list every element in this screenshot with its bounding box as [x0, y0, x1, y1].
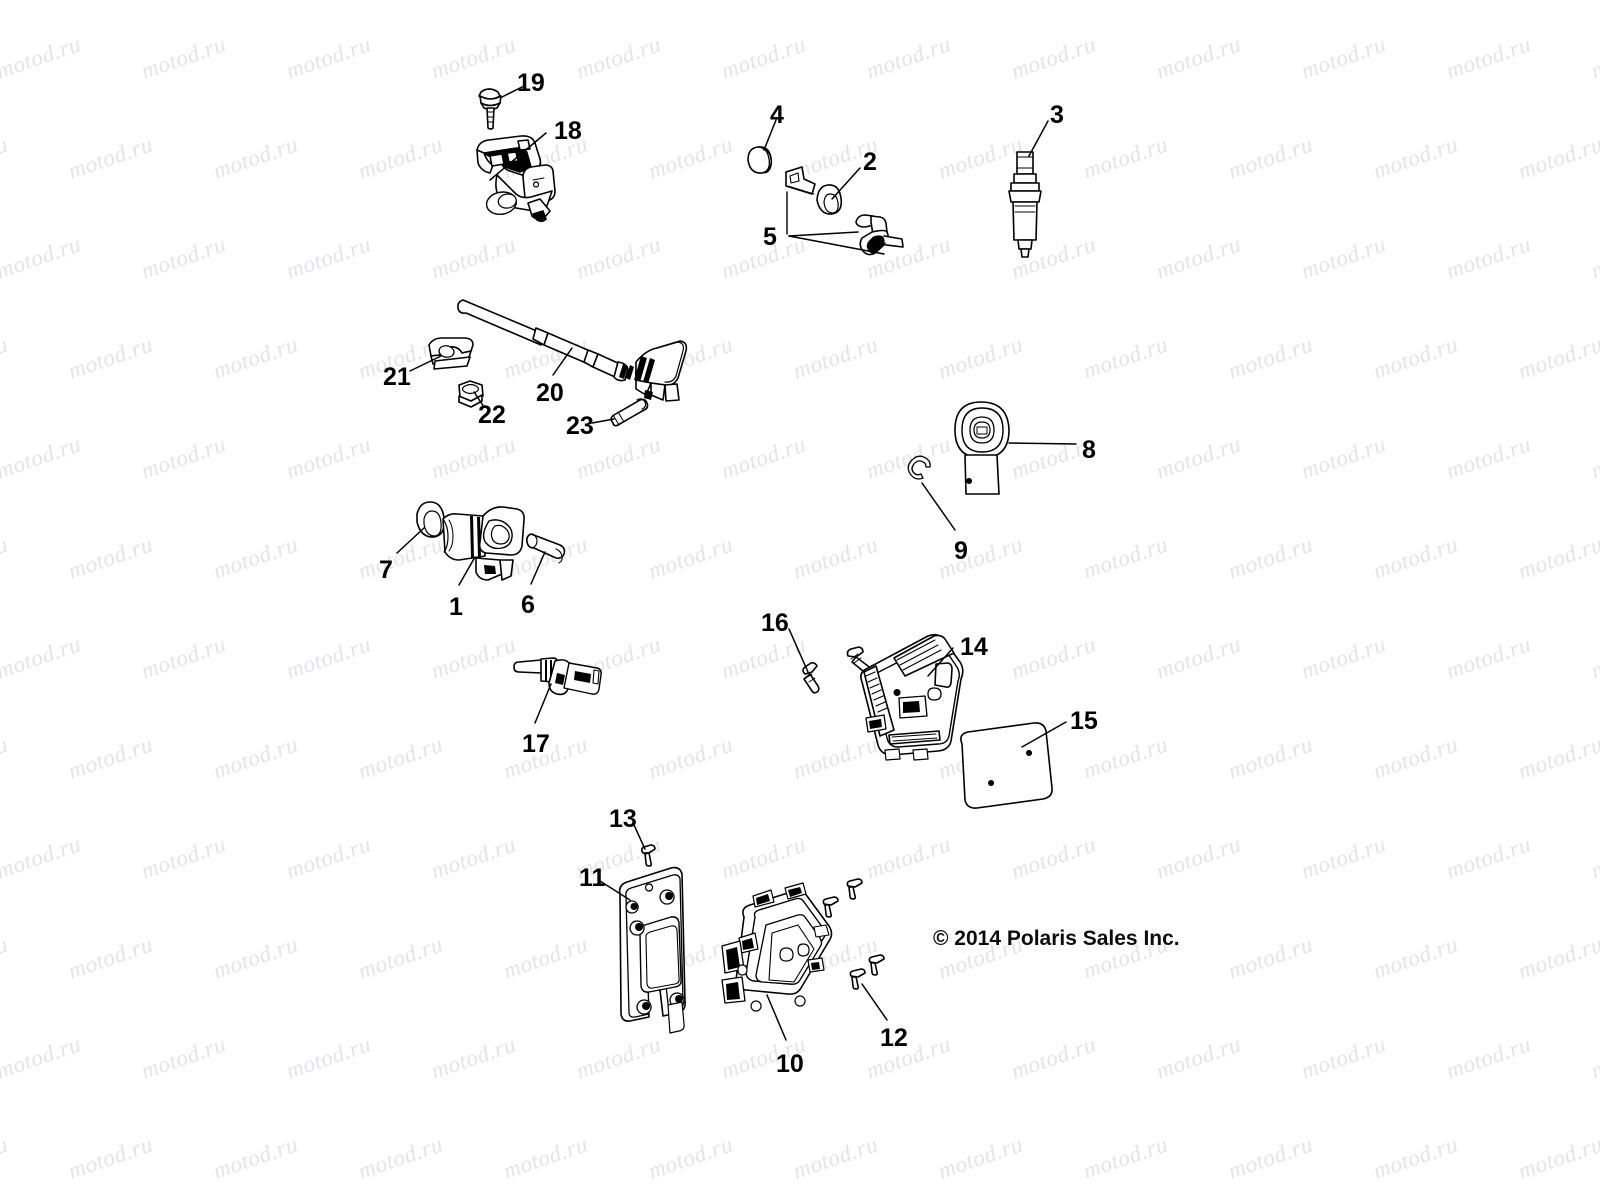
part-22-lock-nut — [458, 380, 484, 408]
part-3-sensor-probe — [1008, 151, 1042, 258]
part-12-bracket-screws — [822, 878, 885, 990]
callout-retaining-clip: 9 — [954, 537, 968, 565]
part-9-retaining-clip — [907, 455, 931, 480]
part-4-cap-plug — [747, 146, 773, 174]
callout-temperature-sensor: 17 — [522, 730, 550, 758]
callout-throttle-position-sensor: 18 — [554, 117, 582, 145]
part-8-rotary-sensor — [954, 401, 1010, 495]
part-5-sensor — [855, 214, 904, 256]
callout-flange-bolt: 19 — [517, 69, 545, 97]
part-21-cable-clamp — [428, 337, 474, 370]
callout-dowel-pin: 6 — [521, 591, 535, 619]
part-15-cover-plate — [960, 722, 1053, 809]
part-6-dowel-pin — [526, 533, 566, 564]
copyright-notice: © 2014 Polaris Sales Inc. — [933, 927, 1180, 950]
callout-speed-sensor-body: 1 — [449, 593, 463, 621]
part-1-speed-sensor — [442, 506, 525, 581]
part-18-throttle-position-sensor — [476, 135, 556, 223]
callout-o-ring-small: 2 — [863, 148, 877, 176]
part-20-knock-sensor-lead — [457, 299, 688, 402]
part-5-bracket-clip — [785, 166, 816, 235]
callout-bracket-screw: 12 — [880, 1024, 908, 1052]
part-19-flange-bolt — [478, 88, 502, 130]
part-23-sensor-bolt — [610, 398, 649, 427]
callout-cable-clamp: 21 — [383, 363, 411, 391]
callout-ecu-mounting-bracket: 11 — [579, 864, 606, 892]
callout-rotary-position-sensor: 8 — [1082, 436, 1096, 464]
part-11-ecu-bracket — [618, 866, 686, 1034]
callout-bracket-clip-and-sensor: 5 — [763, 223, 777, 251]
callout-module-cover-plate: 15 — [1070, 707, 1098, 735]
part-17-temperature-sensor — [513, 657, 602, 696]
callout-engine-control-unit: 10 — [776, 1050, 804, 1078]
part-16-module-screw — [802, 662, 820, 694]
part-13-ecu-screw — [640, 844, 656, 867]
callout-ecu-screw: 13 — [609, 805, 637, 833]
callout-module-screw: 16 — [761, 609, 789, 637]
callout-sensor-probe: 3 — [1050, 101, 1064, 129]
part-2-o-ring — [816, 184, 843, 215]
callout-knock-sensor-with-lead: 20 — [536, 379, 564, 407]
callout-control-module: 14 — [960, 633, 988, 661]
callout-cap-plug: 4 — [770, 101, 784, 129]
callout-o-ring-large: 7 — [379, 556, 393, 584]
part-10-engine-control-unit — [721, 882, 833, 1012]
callout-lock-nut: 22 — [478, 401, 506, 429]
callout-sensor-bolt: 23 — [566, 412, 594, 440]
